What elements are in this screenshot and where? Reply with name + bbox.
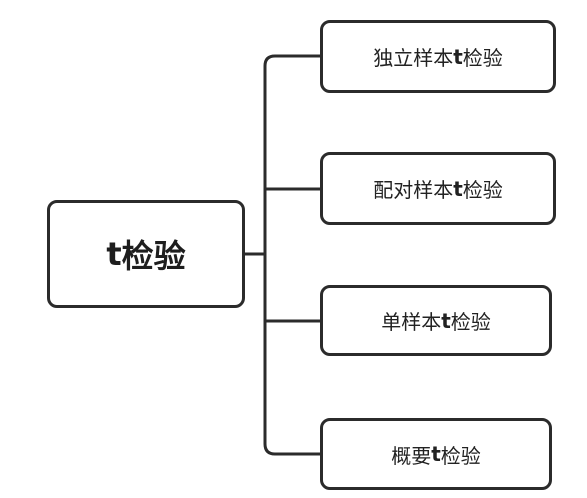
child-label-suffix: 检验 [462, 178, 503, 202]
root-label-rest: 检验 [121, 237, 186, 275]
child-label-prefix: 配对样本 [373, 178, 454, 202]
connector-trunk [263, 54, 322, 456]
child-label-prefix: 单样本 [381, 310, 442, 334]
root-label-t: t [106, 235, 122, 273]
child-label-suffix: 检验 [450, 310, 491, 334]
child-label-prefix: 独立样本 [373, 46, 454, 70]
child-label-prefix: 概要 [391, 443, 432, 468]
child-label-suffix: 检验 [462, 46, 503, 70]
child-label-suffix: 检验 [440, 443, 481, 468]
child-label-t: t [441, 308, 451, 333]
child-label-t: t [431, 442, 441, 466]
child-label-t: t [453, 176, 463, 201]
child-label-t: t [453, 44, 463, 69]
